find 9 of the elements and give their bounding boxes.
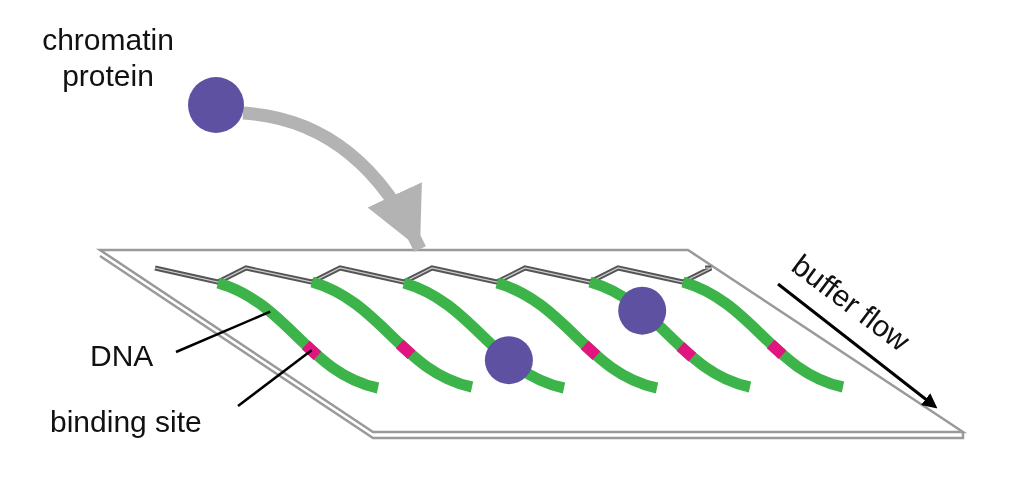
text-label: chromatin protein [28, 22, 188, 94]
binding-site-mark [301, 340, 322, 360]
leader-line [237, 349, 313, 407]
text-label: DNA [90, 338, 176, 374]
dna-strand [216, 277, 380, 394]
text-label: binding site [50, 404, 246, 440]
protein-circle [188, 77, 244, 133]
leader-line [175, 310, 271, 354]
curved-arrow [242, 106, 426, 252]
